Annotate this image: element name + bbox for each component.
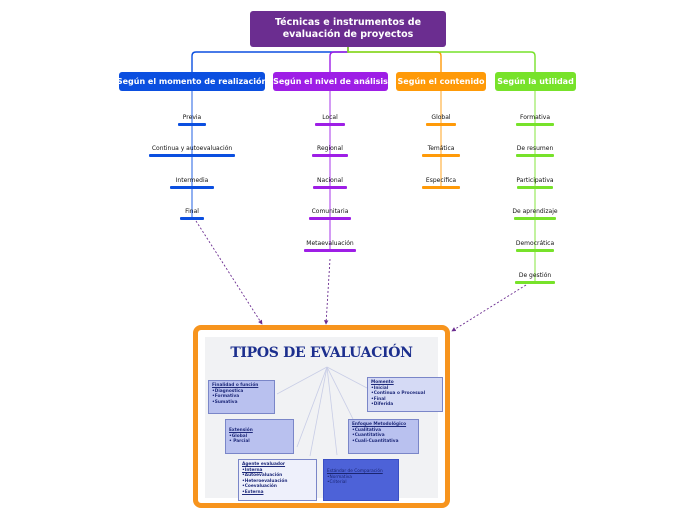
root-topic-line2: evaluación de proyectos [282,29,414,40]
box-title: Momento [371,380,394,385]
box-item: •Final [371,396,386,402]
leaf-underline [180,217,204,220]
box-item: •Criterial [327,480,347,485]
leaf-topic[interactable]: Participativa [516,177,554,184]
leaf-topic[interactable]: Intermedia [175,177,209,184]
box-item: •Coevaluación [242,484,277,489]
box-item: •Global [229,433,248,439]
box-extension: Extensión •Global • Parcial [225,419,294,454]
leaf-topic[interactable]: De aprendizaje [512,208,558,215]
leaf-underline [170,186,214,189]
connector-line [323,258,331,325]
leaf-topic[interactable]: Continua y autoevaluación [151,145,233,152]
box-title: Enfoque Metodológico [352,422,407,427]
connector-line [451,284,527,332]
connector-line [191,47,349,72]
box-item: •Diferida [371,402,394,407]
leaf-topic[interactable]: Nacional [317,177,343,184]
leaf-topic[interactable]: Formativa [519,114,551,121]
box-item: •Continua o Procesual [371,391,426,396]
category-nivel-analisis[interactable]: Según el nivel de análisis [273,72,388,91]
box-agente-evaluador: Agente evaluador •Interna •Autoevaluació… [238,459,317,501]
leaf-underline [312,154,348,157]
leaf-topic[interactable]: Previa [182,114,202,121]
box-momento: Momento •Inicial •Continua o Procesual •… [367,377,443,412]
box-item: •Cualitativa [352,427,381,433]
box-item: •Normativa [327,474,352,480]
leaf-underline [422,154,460,157]
box-item: •Formativa [212,394,240,399]
leaf-underline [304,249,356,252]
leaf-topic[interactable]: De resumen [516,145,554,152]
leaf-underline [149,154,235,157]
leaf-topic[interactable]: Comunitaria [311,208,349,215]
box-finalidad: Finalidad o función •Diagnostica •Format… [208,380,275,414]
leaf-underline [178,123,206,126]
image-spoke-lines [276,366,368,457]
leaf-underline [516,123,554,126]
leaf-topic[interactable]: Temática [427,145,455,152]
box-item: •Interna [242,467,263,473]
box-title: Estándar de Comparación [327,469,383,474]
box-title: Agente evaluador [242,462,286,467]
box-item: • Parcial [229,439,250,444]
leaf-underline [422,186,460,189]
box-item: •Cuantitativa [352,433,385,438]
box-item: •Inicial [371,385,389,391]
leaf-underline [309,217,351,220]
connector-line [347,47,536,72]
leaf-underline [516,249,554,252]
leaf-topic[interactable]: Democrática [515,240,555,247]
tipos-evaluacion-image: TIPOS DE EVALUACIÓN Finalidad o función … [205,337,443,501]
leaf-topic[interactable]: Regional [317,145,343,152]
root-topic[interactable]: Técnicas e instrumentos de evaluación de… [250,11,446,47]
leaf-topic[interactable]: Local [322,114,338,121]
leaf-topic[interactable]: Final [185,208,199,215]
root-topic-line1: Técnicas e instrumentos de [274,17,422,28]
box-item: •Autoevaluación [242,473,283,478]
box-item: •Externa [242,489,264,495]
leaf-underline [315,123,345,126]
image-title: TIPOS DE EVALUACIÓN [230,345,413,361]
leaf-underline [516,154,554,157]
leaf-underline [313,186,347,189]
leaf-underline [426,123,456,126]
leaf-topic[interactable]: Específica [425,177,457,184]
box-item: •Diagnostica [212,388,244,394]
connector-line [347,47,442,72]
connector-line [329,47,349,72]
box-item: •Cuali-Cuantitativa [352,438,399,444]
leaf-underline [514,217,556,220]
box-title: Extensión [229,428,253,433]
leaf-underline [515,281,555,284]
leaf-topic[interactable]: Metaevaluación [306,240,354,247]
box-item: •Heteroevaluación [242,478,288,484]
connector-line [195,220,263,325]
box-item: •Sumativa [212,399,238,405]
category-momento-realizacion[interactable]: Según el momento de realización [117,72,267,91]
category-utilidad[interactable]: Según la utilidad [495,72,576,91]
leaf-underline [517,186,553,189]
tipos-evaluacion-image-card[interactable]: TIPOS DE EVALUACIÓN Finalidad o función … [193,325,450,508]
box-title: Finalidad o función [212,383,259,388]
leaf-topic[interactable]: De gestión [518,272,552,279]
category-contenido[interactable]: Según el contenido [396,72,486,91]
leaf-topic[interactable]: Global [431,114,451,121]
box-enfoque-metodologico: Enfoque Metodológico •Cualitativa •Cuant… [348,419,419,454]
box-estandar-comparacion: Estándar de Comparación •Normativa •Crit… [323,459,399,501]
